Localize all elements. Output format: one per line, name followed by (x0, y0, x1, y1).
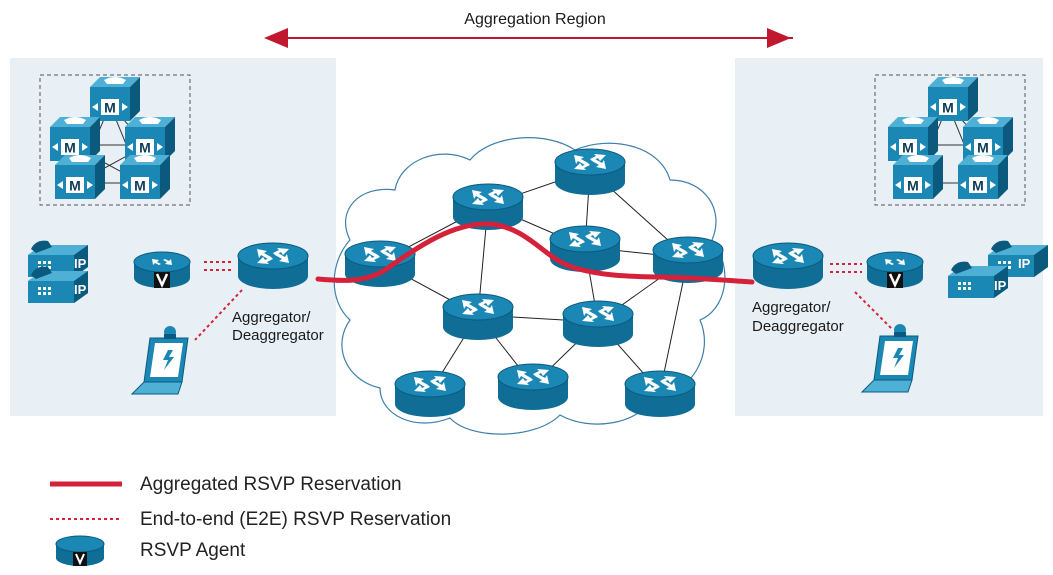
right-ip-phones: IP IP (948, 240, 1048, 298)
core-router (562, 300, 634, 348)
legend-aggregated: Aggregated RSVP Reservation (50, 470, 570, 500)
left-aggregator-router (237, 242, 309, 290)
left-ip-phones: IP IP (28, 240, 88, 303)
left-router-label-1: Aggregator/ (232, 309, 311, 326)
legend-e2e-label: End-to-end (E2E) RSVP Reservation (140, 509, 452, 530)
legend-e2e: End-to-end (E2E) RSVP Reservation (50, 505, 570, 535)
core-router (554, 148, 626, 196)
left-router-label-2: Deaggregator (232, 327, 324, 344)
right-router-label-2: Deaggregator (752, 318, 844, 335)
core-router (549, 225, 621, 273)
core-router (497, 363, 569, 411)
svg-text:IP: IP (74, 282, 87, 297)
right-rsvp-agent (865, 250, 925, 290)
legend-dashed-line-icon (50, 518, 122, 520)
core-router (394, 370, 466, 418)
svg-text:IP: IP (1018, 256, 1031, 271)
left-rsvp-agent (132, 250, 192, 290)
rsvp-agent-icon (55, 535, 105, 566)
left-e2e-links (194, 261, 243, 341)
aggregation-region-label: Aggregation Region (464, 11, 605, 28)
core-router (624, 370, 696, 418)
aggregated-reservation-path (315, 221, 755, 285)
wan-cloud (333, 137, 726, 435)
svg-text:IP: IP (994, 278, 1007, 293)
left-cucm-cluster (39, 74, 191, 206)
legend-aggregated-label: Aggregated RSVP Reservation (140, 474, 402, 495)
right-cucm-cluster (874, 74, 1026, 206)
legend-agent-label: RSVP Agent (140, 540, 246, 561)
core-router (442, 293, 514, 341)
legend-solid-line-icon (50, 481, 122, 487)
right-aggregator-router (752, 242, 824, 290)
right-e2e-links (830, 263, 894, 331)
svg-text:IP: IP (74, 256, 87, 271)
legend-agent: RSVP Agent (50, 535, 570, 566)
right-router-label-1: Aggregator/ (752, 299, 831, 316)
